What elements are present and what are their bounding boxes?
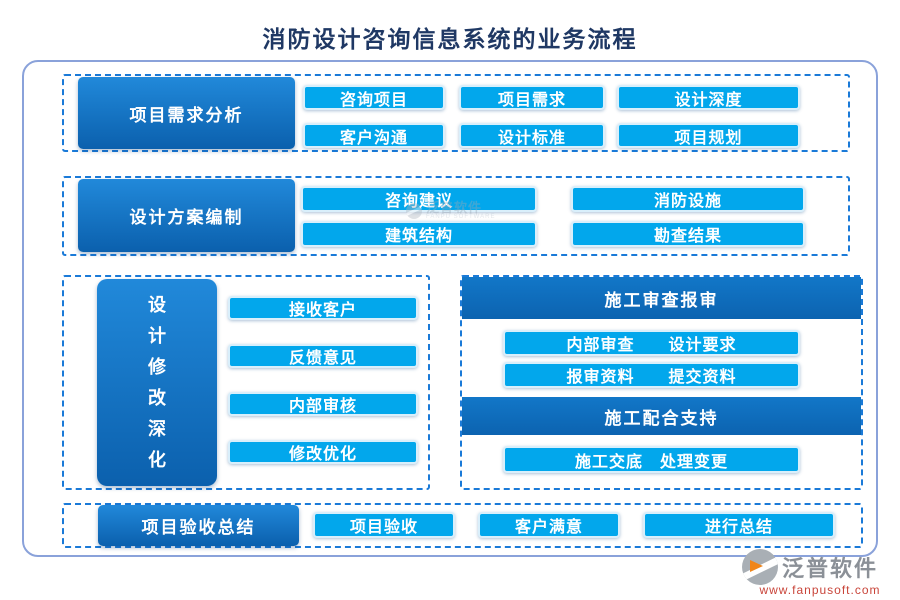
button-fire-facility[interactable]: 消防设施	[571, 186, 805, 212]
header-construction-review[interactable]: 施工审查报审	[462, 277, 861, 319]
button-internal-review-design-requirement[interactable]: 内部审查 设计要求	[503, 330, 800, 356]
button-consult-suggestion[interactable]: 咨询建议	[301, 186, 537, 212]
button-project-requirement[interactable]: 项目需求	[459, 85, 605, 110]
outer-frame	[22, 60, 878, 557]
stage-label-text: 设计修改深化	[148, 294, 166, 470]
group-construction-review-support	[460, 275, 863, 490]
stage-label-text: 项目需求分析	[129, 105, 244, 125]
button-revise-optimize[interactable]: 修改优化	[228, 440, 418, 464]
button-project-planning[interactable]: 项目规划	[617, 123, 800, 148]
group-requirement-analysis	[62, 74, 850, 152]
brand-url[interactable]: www.fanpusoft.com	[759, 583, 881, 597]
button-make-summary[interactable]: 进行总结	[643, 512, 835, 538]
brand-name: 泛普软件	[782, 556, 879, 581]
button-project-acceptance[interactable]: 项目验收	[313, 512, 455, 538]
stage-label-text: 项目验收总结	[141, 518, 256, 537]
brand-logo[interactable]: 泛普软件 www.fanpusoft.com	[742, 549, 898, 597]
group-design-revision	[62, 275, 430, 490]
button-construction-disclosure-change[interactable]: 施工交底 处理变更	[503, 446, 800, 473]
stage-label-text: 设计方案编制	[129, 208, 244, 227]
button-design-depth[interactable]: 设计深度	[617, 85, 800, 110]
button-client-communication[interactable]: 客户沟通	[303, 123, 445, 148]
button-design-standard[interactable]: 设计标准	[459, 123, 605, 148]
stage-label-acceptance-summary[interactable]: 项目验收总结	[98, 505, 299, 546]
button-survey-result[interactable]: 勘查结果	[571, 221, 805, 247]
stage-label-design-revision[interactable]: 设计修改深化	[97, 279, 217, 486]
button-submit-review-materials[interactable]: 报审资料 提交资料	[503, 362, 800, 388]
button-consult-project[interactable]: 咨询项目	[303, 85, 445, 110]
group-scheme-design	[62, 176, 850, 256]
button-feedback-opinion[interactable]: 反馈意见	[228, 344, 418, 368]
group-acceptance-summary	[62, 503, 863, 548]
stage-label-requirement-analysis[interactable]: 项目需求分析	[78, 77, 295, 149]
fanpu-logo-icon	[742, 549, 778, 585]
stage-label-scheme-design[interactable]: 设计方案编制	[78, 179, 295, 252]
button-receive-client[interactable]: 接收客户	[228, 296, 418, 320]
button-internal-audit[interactable]: 内部审核	[228, 392, 418, 416]
button-client-satisfaction[interactable]: 客户满意	[478, 512, 620, 538]
header-construction-support[interactable]: 施工配合支持	[462, 397, 861, 435]
page-title: 消防设计咨询信息系统的业务流程	[262, 26, 638, 52]
button-building-structure[interactable]: 建筑结构	[301, 221, 537, 247]
